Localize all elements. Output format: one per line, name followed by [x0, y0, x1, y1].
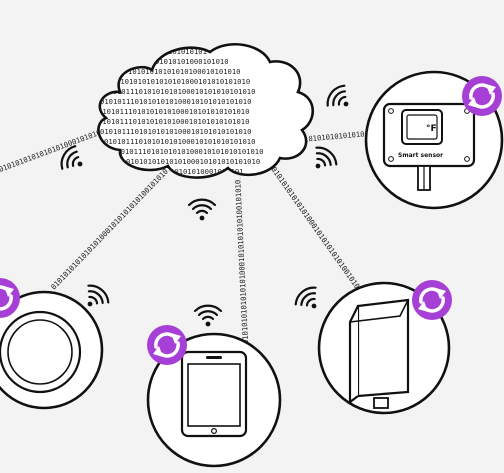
svg-text:010101110101010101000101010101: 01010111010101010100010101010101010 — [104, 137, 255, 146]
svg-text:010101110101010101000101010101: 01010111010101010100010101010101010 — [98, 107, 249, 116]
data-stream-left: 01010101010101010001010101010100101010 — [0, 0, 118, 174]
svg-text:010101010101010100010101010101: 0101010101010101000101010101010 — [116, 77, 250, 86]
svg-text:010101010101010100010101010101: 01010101010101010001010101010100101010 — [233, 180, 250, 345]
cloud-icon: 101010101 10101010101000101010 101010101… — [97, 43, 315, 179]
outdoor-sensor-device — [317, 281, 451, 415]
svg-text:010101110101010101000101010101: 01010111010101010100010101010101010 — [112, 147, 263, 156]
svg-text:10101010001010101: 10101010001010101 — [170, 167, 244, 176]
data-stream-tablet: 01010101010101010001010101010100101010 — [233, 174, 250, 345]
thermostat-icon — [0, 310, 82, 394]
thermostat-device — [0, 290, 104, 410]
smart-sensor-icon: °F Smart sensor — [382, 102, 476, 191]
svg-text:010101010101010100010101010101: 01010101010101010001010101010100101010 — [49, 167, 170, 291]
wifi-icon — [187, 198, 217, 222]
tablet-icon — [180, 350, 248, 438]
svg-text:010101110101010101000101010101: 01010111010101010100010101010101010 — [104, 87, 255, 96]
sync-icon — [410, 278, 454, 322]
svg-text:010101110101010101000101010101: 01010111010101010100010101010101010 — [100, 97, 251, 106]
sensor-unit: °F — [426, 124, 437, 134]
wifi-icon — [305, 142, 341, 178]
svg-text:010101010101010001010101010101: 0101010101010100010101010101010 — [126, 157, 260, 166]
wifi-icon — [322, 81, 358, 117]
svg-text:010101110101010101000101010101: 01010111010101010100010101010101010 — [98, 117, 249, 126]
svg-text:10101010101010100010101010: 10101010101010100010101010 — [128, 67, 241, 76]
sensor-label: Smart sensor — [398, 152, 443, 159]
sync-icon — [460, 74, 504, 118]
data-stream-thermostat: 01010101010101010001010101010100101010 — [49, 167, 173, 291]
svg-text:101010101: 101010101 — [168, 47, 207, 56]
wifi-icon — [291, 282, 327, 318]
tablet-device — [146, 332, 282, 468]
wifi-icon — [193, 304, 223, 328]
sync-icon — [145, 323, 189, 367]
cloud-binary-text: 101010101 10101010101000101010 101010101… — [98, 47, 263, 178]
svg-text:010101010101010100010101010101: 01010101010101010001010101010100101010 — [0, 0, 118, 174]
outdoor-sensor-icon — [348, 298, 410, 409]
svg-text:010101110101010101000101010101: 01010111010101010100010101010101010 — [100, 127, 251, 136]
svg-text:10101010101000101010: 10101010101000101010 — [142, 57, 229, 66]
